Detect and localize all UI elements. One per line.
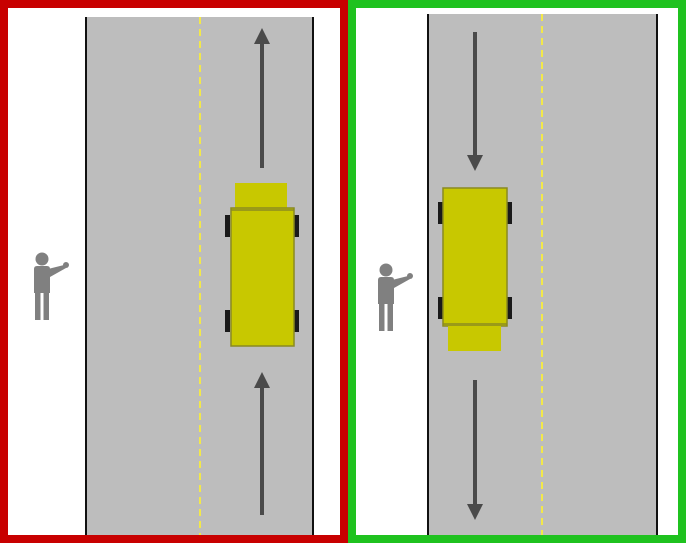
left-frame: [0, 0, 348, 543]
left-vehicle: [225, 183, 299, 347]
right-frame: [348, 0, 686, 543]
right-panel: [348, 0, 686, 543]
left-panel: [0, 0, 348, 543]
right-vehicle: [438, 187, 512, 351]
